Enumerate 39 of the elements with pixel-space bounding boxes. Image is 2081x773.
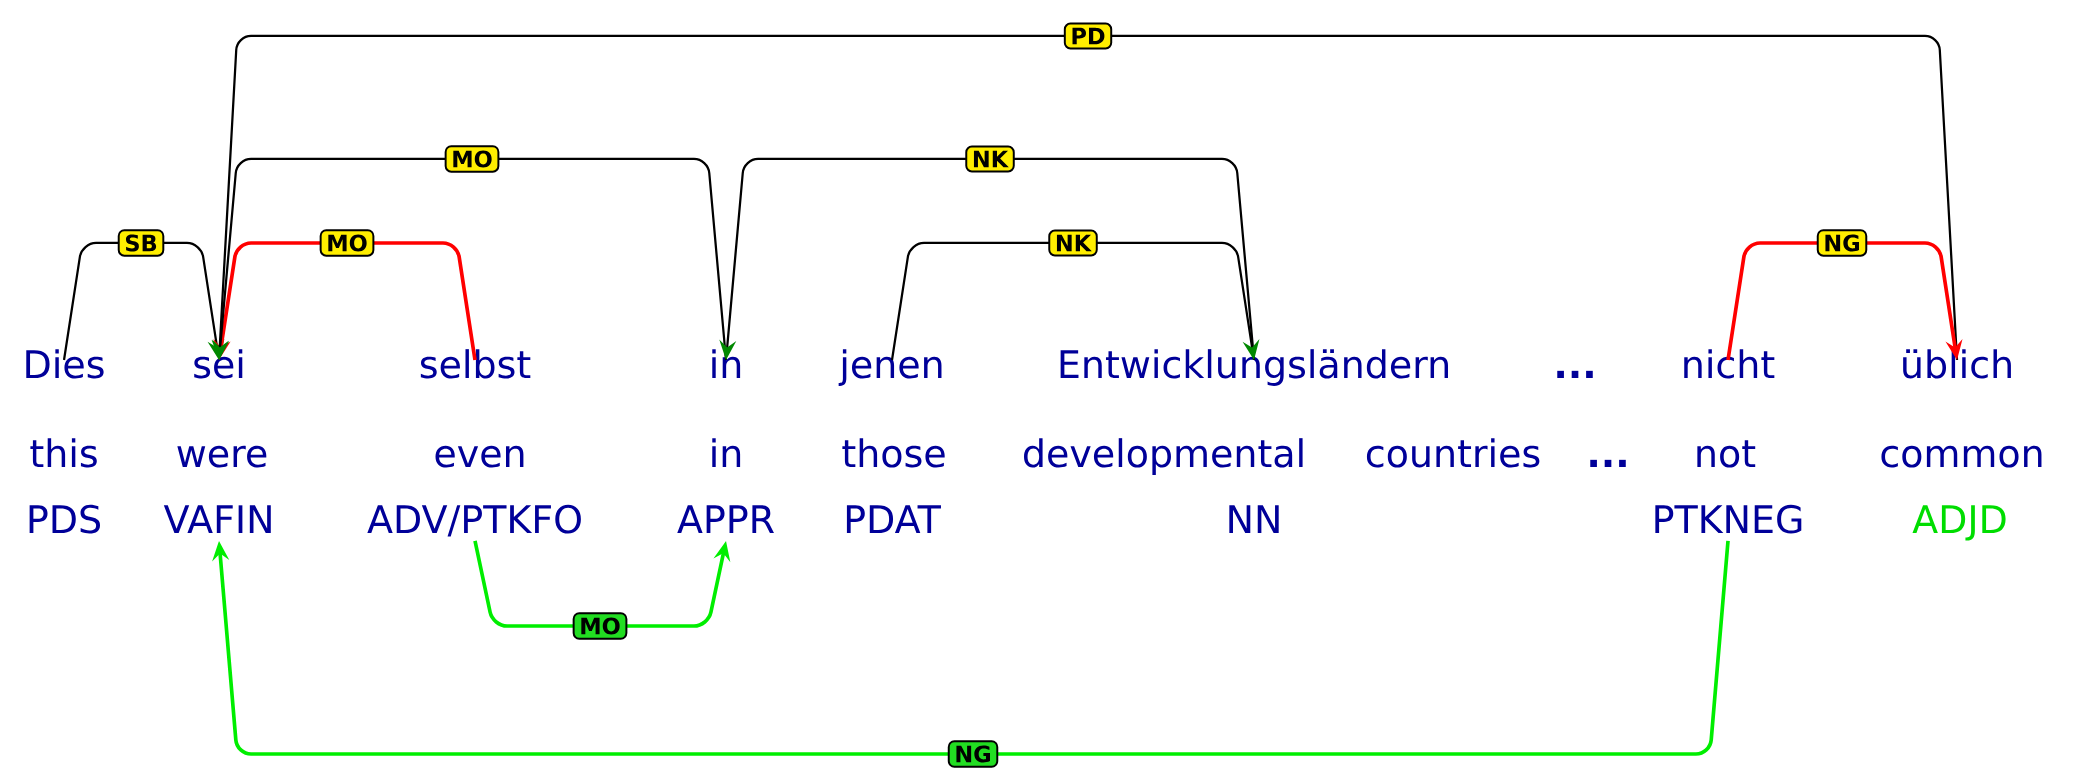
edge-label: NK (1048, 229, 1098, 257)
pos-tag: ADV/PTKFO (367, 504, 581, 537)
gloss: in (712, 438, 741, 467)
gloss: those (842, 438, 945, 468)
edge-label: MO (319, 229, 375, 257)
word: Entwicklungsländern (1060, 349, 1448, 386)
pos-tag: PDS (29, 504, 100, 534)
pos-tag: PDAT (846, 505, 941, 533)
word: selbst (420, 349, 531, 379)
edge-label: NG (1816, 229, 1868, 257)
word: üblich (1903, 349, 2011, 379)
word: jenen (838, 349, 942, 386)
word: ... (1557, 370, 1593, 378)
pos-tag: VAFIN (163, 505, 271, 533)
pos-tag: ADJD (1912, 505, 2006, 541)
arrow (1726, 241, 1963, 361)
arrow (212, 540, 1730, 756)
pos-tag: APPR (677, 505, 774, 533)
pos-tag: PTKNEG (1655, 504, 1802, 534)
gloss: developmental (1024, 438, 1303, 475)
word: in (712, 349, 741, 378)
arrow (890, 241, 1260, 361)
gloss: common (1881, 445, 2042, 468)
gloss: were (177, 445, 267, 468)
edge-label: NK (965, 145, 1015, 173)
edge-label: MO (572, 612, 628, 640)
edge-label: MO (444, 145, 500, 173)
gloss: not (1697, 440, 1756, 468)
gloss: even (435, 445, 524, 468)
word: Dies (26, 349, 104, 379)
gloss: this (30, 438, 97, 468)
edge-label: SB (117, 229, 165, 257)
edge-label: PD (1063, 22, 1113, 50)
pos-tag: NN (1229, 505, 1279, 533)
gloss: countries (1366, 438, 1540, 468)
word: nicht (1684, 349, 1775, 379)
word: sei (194, 349, 243, 379)
edge-label: NG (947, 740, 999, 768)
gloss: ... (1590, 459, 1626, 467)
